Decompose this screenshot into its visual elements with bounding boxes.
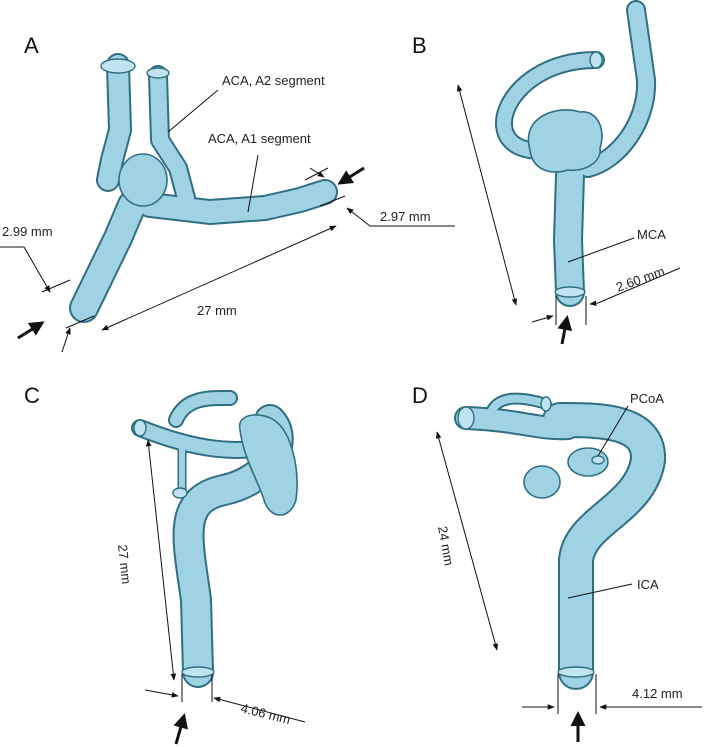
aneurysm-sac bbox=[527, 109, 603, 173]
label-aca-a2: ACA, A2 segment bbox=[222, 73, 325, 88]
panel-b-vessel bbox=[495, 0, 657, 307]
dim-c-length: 27 mm bbox=[115, 544, 134, 585]
aneurysm-sac bbox=[118, 153, 168, 207]
panel-b-letter: B bbox=[412, 33, 427, 58]
dim-d-inlet: 4.12 mm bbox=[632, 686, 683, 701]
panel-d-letter: D bbox=[412, 383, 428, 408]
dim-c-inlet: 4.06 mm bbox=[239, 700, 292, 727]
dim-a-length: 27 mm bbox=[197, 303, 237, 318]
panel-d-vessel bbox=[454, 392, 666, 690]
aneurysm-sac bbox=[239, 414, 298, 516]
panel-c-letter: C bbox=[24, 383, 40, 408]
panel-c: C 27 mm 4.06 mm bbox=[24, 383, 306, 745]
panel-d: D PCoA ICA 24 mm 4.12 mm bbox=[412, 383, 702, 742]
label-aca-a1: ACA, A1 segment bbox=[208, 131, 311, 146]
dim-d-length: 24 mm bbox=[435, 525, 457, 567]
label-ica: ICA bbox=[637, 577, 659, 592]
dim-b-inlet: 2.60 mm bbox=[614, 263, 667, 294]
panel-c-vessel bbox=[131, 389, 298, 688]
label-mca: MCA bbox=[637, 227, 666, 242]
panel-a-vessel bbox=[69, 53, 338, 323]
dim-a-outlet: 2.97 mm bbox=[380, 209, 431, 224]
panel-a: A ACA, A2 segment ACA, A1 segment 2.99 m… bbox=[0, 33, 455, 353]
panel-b: B MCA 2.60 mm bbox=[412, 0, 681, 345]
dim-a-inlet: 2.99 mm bbox=[2, 224, 53, 239]
label-pcoa: PCoA bbox=[630, 391, 664, 406]
aneurysm-sac bbox=[523, 465, 561, 499]
panel-a-letter: A bbox=[24, 33, 39, 58]
